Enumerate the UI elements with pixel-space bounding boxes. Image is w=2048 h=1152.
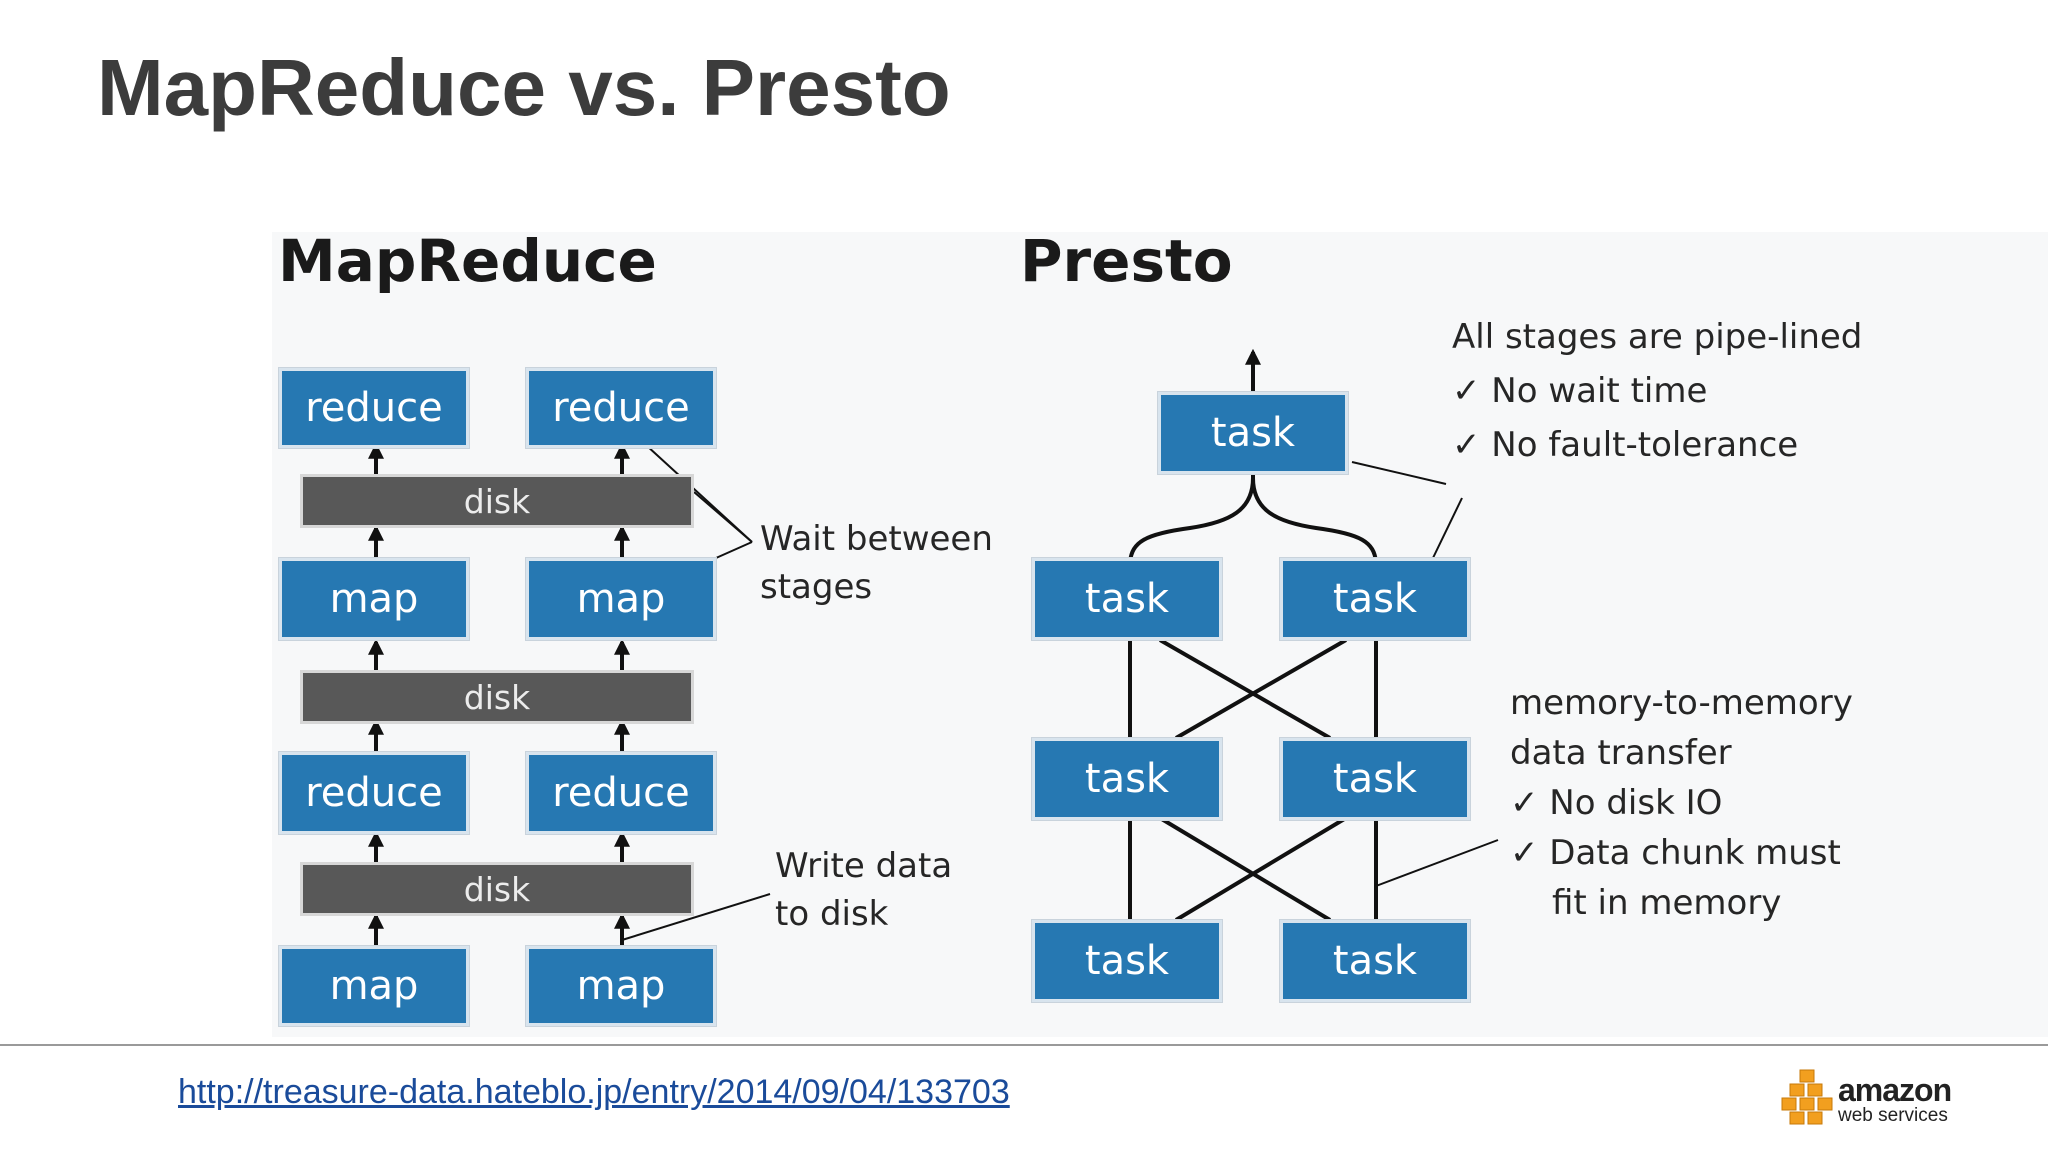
reduce-box-lower-right: reduce xyxy=(526,752,716,834)
task-box-row2-right: task xyxy=(1280,738,1470,820)
reduce-box-lower-left: reduce xyxy=(279,752,469,834)
mapreduce-callouts xyxy=(621,444,771,941)
map-box-upper-left: map xyxy=(279,558,469,640)
task-box-row3-right: task xyxy=(1280,920,1470,1002)
note-line: stages xyxy=(760,567,873,607)
note-line: ✓ No fault-tolerance xyxy=(1452,425,1799,465)
source-link[interactable]: http://treasure-data.hateblo.jp/entry/20… xyxy=(178,1073,1010,1111)
map-box-upper-right: map xyxy=(526,558,716,640)
map-box-bottom-right: map xyxy=(526,946,716,1026)
aws-cubes-icon xyxy=(1781,1069,1833,1125)
task-box-top: task xyxy=(1158,392,1348,474)
task-box-row3-left: task xyxy=(1032,920,1222,1002)
note-line: ✓ No wait time xyxy=(1452,371,1708,411)
presto-heading: Presto xyxy=(1020,227,1233,295)
mapreduce-heading: MapReduce xyxy=(278,227,657,295)
mapreduce-arrows xyxy=(368,348,1261,946)
note-line: Wait between xyxy=(760,519,993,559)
note-line: fit in memory xyxy=(1552,883,1782,923)
reduce-box-top-left: reduce xyxy=(279,368,469,448)
note-line: memory-to-memory xyxy=(1510,683,1853,723)
task-box-row1-right: task xyxy=(1280,558,1470,640)
logo-subtitle: web services xyxy=(1838,1105,1948,1126)
presto-links xyxy=(1128,392,1378,922)
task-box-row2-left: task xyxy=(1032,738,1222,820)
note-line: ✓ No disk IO xyxy=(1510,783,1723,823)
note-line: ✓ Data chunk must xyxy=(1510,833,1841,873)
aws-logo: amazon web services xyxy=(1780,1064,2010,1136)
pipelined-stages-note: All stages are pipe-lined ✓ No wait time… xyxy=(1452,310,1862,472)
slide-title: MapReduce vs. Presto xyxy=(97,43,951,132)
logo-wordmark: amazon xyxy=(1838,1072,1952,1108)
disk-bar: disk xyxy=(300,474,694,528)
disk-bar: disk xyxy=(300,862,694,916)
footer-divider xyxy=(0,1044,2048,1046)
disk-bar: disk xyxy=(300,670,694,724)
wait-between-stages-note: Wait between stages xyxy=(760,515,993,611)
task-box-row1-left: task xyxy=(1032,558,1222,640)
memory-transfer-note: memory-to-memory data transfer ✓ No disk… xyxy=(1510,678,1853,928)
write-data-to-disk-note: Write data to disk xyxy=(775,842,952,938)
reduce-box-top-right: reduce xyxy=(526,368,716,448)
note-line: All stages are pipe-lined xyxy=(1452,317,1863,357)
note-line: to disk xyxy=(775,894,889,934)
map-box-bottom-left: map xyxy=(279,946,469,1026)
presto-callouts xyxy=(1351,461,1499,887)
note-line: Write data xyxy=(775,846,953,886)
note-line: data transfer xyxy=(1510,733,1732,773)
